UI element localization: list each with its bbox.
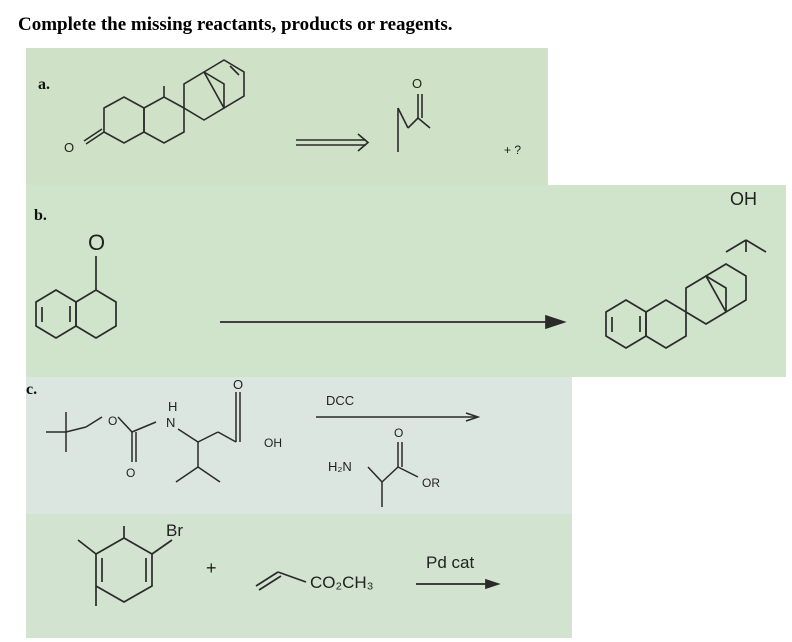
- problem-d-structures: Br + CO₂CH₃ Pd cat: [77, 521, 501, 606]
- problem-c-label: c.: [26, 381, 38, 398]
- ring-a-right: [183, 71, 225, 121]
- problem-c-photo: O O H N O OH DCC H₂N O OR c.: [26, 377, 572, 514]
- problem-c-amine-n: N: [166, 415, 175, 430]
- problem-d-catalyst: Pd cat: [426, 553, 474, 572]
- problem-d-halide: Br: [166, 521, 183, 540]
- problem-d-plus: +: [206, 558, 217, 578]
- page-heading: Complete the missing reactants, products…: [18, 14, 453, 35]
- problem-c-reagent: DCC: [326, 393, 354, 408]
- problem-c-ester-group: OR: [422, 476, 440, 490]
- problem-c-reactant2-amine: H₂N: [328, 459, 352, 474]
- problem-c-acid-oxygen: O: [233, 377, 243, 392]
- ring-b-ketone-ring: [75, 289, 117, 339]
- problem-b-structures: O OH: [35, 189, 767, 349]
- problem-a-structures: O O + ?: [64, 59, 521, 157]
- ring-d-benzene: [95, 537, 153, 603]
- problem-c-acid-oh: OH: [264, 436, 282, 450]
- problem-c-ester-oxygen: O: [394, 426, 403, 440]
- problem-a-photo: O O + ? a.: [26, 48, 548, 185]
- problem-c-ether-oxygen: O: [108, 414, 117, 428]
- ring-a-mid: [143, 96, 185, 144]
- problem-b-oh-label: OH: [730, 189, 757, 209]
- problem-c-amine-h: H: [168, 399, 177, 414]
- problem-b-photo: O OH b.: [26, 185, 786, 377]
- problem-a-label: a.: [38, 76, 50, 93]
- problem-d-ester: CO₂CH₃: [310, 573, 374, 592]
- problem-a-ketone-oxygen: O: [412, 76, 422, 91]
- problem-c-structures: O O H N O OH DCC H₂N O OR: [46, 377, 481, 507]
- problem-c-carbamate-oxygen: O: [126, 466, 135, 480]
- problem-a-annotation: + ?: [504, 143, 521, 157]
- ring-a-left: [103, 96, 145, 144]
- ring-a-benzene: [202, 59, 245, 110]
- problem-b-label: b.: [34, 207, 47, 224]
- problem-d-photo: Br + CO₂CH₃ Pd cat d.: [26, 514, 572, 638]
- problem-a-oxygen-label: O: [64, 140, 74, 155]
- problem-b-oxygen: O: [88, 230, 105, 255]
